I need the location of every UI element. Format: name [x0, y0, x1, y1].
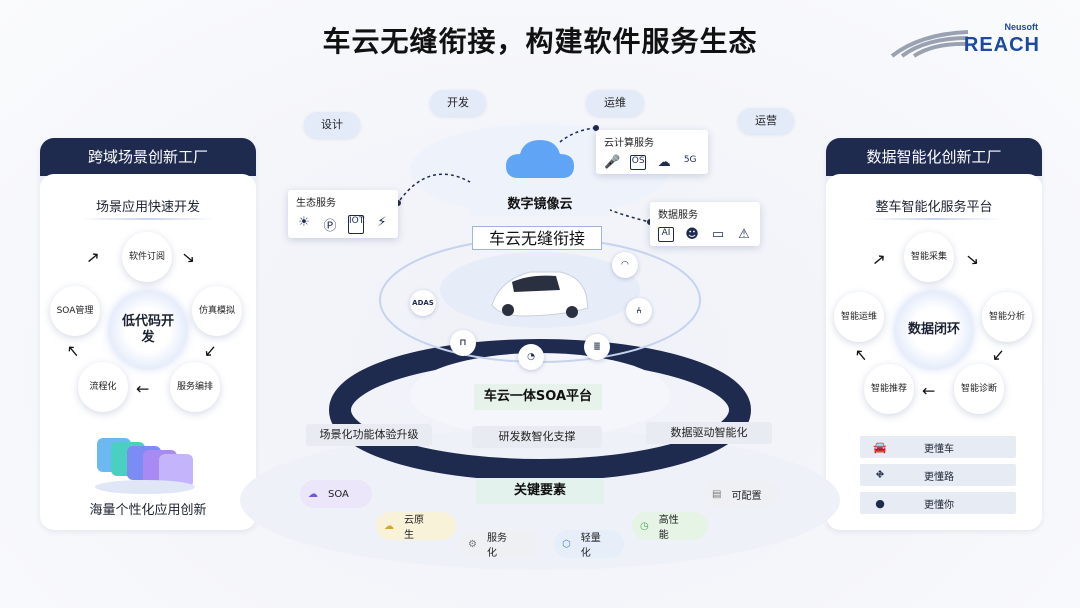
- left-core: 低代码开发: [110, 292, 186, 368]
- element-configurable: ▤ 可配置: [704, 480, 778, 508]
- left-panel-body: 场景应用快速开发 低代码开发 软件订阅 仿真模拟 服务编排 流程化 SOA管理 …: [40, 174, 256, 530]
- eco-services-card: 生态服务 ☀ Ⓟ IOT ⚡: [288, 190, 398, 238]
- left-node-2: 仿真模拟: [192, 286, 242, 336]
- right-node-2: 智能分析: [982, 292, 1032, 342]
- pill-ops: 运维: [586, 90, 644, 116]
- mic-icon: 🎤: [604, 155, 621, 170]
- left-panel: 跨域场景创新工厂 场景应用快速开发 低代码开发 软件订阅 仿真模拟 服务编排 流…: [40, 138, 256, 530]
- cloud-icon: ☁: [384, 520, 394, 532]
- element-service: ⚙ 服务化: [460, 530, 538, 559]
- left-node-3: 服务编排: [170, 362, 220, 412]
- headlight-icon: ≣: [584, 334, 610, 360]
- user-settings-icon: ☻: [685, 227, 699, 242]
- os-icon: OS: [630, 155, 647, 170]
- settings-icon: ⚙: [468, 538, 477, 550]
- seamless-label: 车云无缝衔接: [472, 226, 602, 250]
- right-panel-header: 数据智能化创新工厂: [826, 138, 1042, 176]
- 5g-icon: 5G: [683, 155, 697, 165]
- chip-rnd-support: 研发数智化支撑: [472, 426, 602, 448]
- element-lightweight: ⬡ 轻量化: [554, 530, 624, 559]
- feature-row-car: 🚘 更懂车: [860, 436, 1016, 458]
- left-node-1: 软件订阅: [122, 232, 172, 282]
- logo-swoosh-icon: [890, 30, 969, 58]
- element-performance: ◷ 高性能: [632, 512, 708, 541]
- speed-icon: ◔: [518, 344, 544, 370]
- data-services-card: 数据服务 AI ☻ ▭ ⚠: [650, 202, 760, 246]
- right-node-5: 智能运维: [834, 292, 884, 342]
- charger-icon: ⚡: [377, 215, 387, 230]
- lane-icon: ⊓: [450, 330, 476, 356]
- iot-icon: IOT: [348, 215, 364, 234]
- warning-icon: ⚠: [738, 227, 750, 242]
- pill-design: 设计: [304, 112, 360, 138]
- element-soa: ☁ SOA: [300, 480, 372, 508]
- right-panel: 数据智能化创新工厂 整车智能化服务平台 数据闭环 智能采集 智能分析 智能诊断 …: [826, 138, 1042, 530]
- weather-icon: ☀: [298, 215, 310, 230]
- adas-icon: ADAS: [410, 290, 436, 316]
- right-panel-body: 整车智能化服务平台 数据闭环 智能采集 智能分析 智能诊断 智能推荐 智能运维 …: [826, 174, 1042, 530]
- weather-icon: ☁: [657, 155, 671, 170]
- pill-operate: 运营: [738, 108, 794, 134]
- gauge-icon: ◷: [640, 520, 649, 532]
- feature-row-person: ● 更懂你: [860, 492, 1016, 514]
- left-node-5: SOA管理: [50, 286, 100, 336]
- logo-brand: REACH: [963, 34, 1040, 56]
- parking-icon: Ⓟ: [323, 219, 337, 234]
- element-cloud-native: ☁ 云原生: [376, 512, 456, 541]
- wiper-icon: ◠: [612, 252, 638, 278]
- ai-icon: AI: [658, 227, 674, 242]
- person-icon: ●: [875, 496, 885, 510]
- digital-mirror-cloud-label: 数字镜像云: [470, 194, 610, 216]
- seat-icon: ⑃: [626, 298, 652, 324]
- cloud-icon: ☁: [308, 488, 318, 500]
- left-node-4: 流程化: [78, 362, 128, 412]
- right-node-3: 智能诊断: [954, 364, 1004, 414]
- road-icon: ⛖: [875, 468, 885, 481]
- left-panel-subtitle: 场景应用快速开发: [40, 196, 256, 220]
- left-panel-header: 跨域场景创新工厂: [40, 138, 256, 176]
- chip-data-driven: 数据驱动智能化: [646, 422, 772, 444]
- logo-company: Neusoft: [1004, 22, 1039, 32]
- cloud-services-card: 云计算服务 🎤 OS ☁ 5G: [596, 130, 708, 174]
- key-elements-label: 关键要素: [476, 478, 604, 504]
- car-icon: 🚘: [873, 440, 887, 454]
- chip-scenario-upgrade: 场景化功能体验升级: [306, 424, 432, 446]
- battery-icon: ▭: [711, 227, 725, 242]
- left-panel-caption: 海量个性化应用创新: [89, 503, 207, 518]
- app-stack-illustration: [95, 432, 195, 502]
- right-node-4: 智能推荐: [864, 364, 914, 414]
- neusoft-reach-logo: Neusoft REACH: [890, 22, 1040, 62]
- pill-develop: 开发: [430, 90, 486, 116]
- feature-row-road: ⛖ 更懂路: [860, 464, 1016, 486]
- cube-icon: ⬡: [562, 538, 571, 550]
- page-title: 车云无缝衔接，构建软件服务生态: [322, 25, 758, 58]
- right-node-1: 智能采集: [904, 232, 954, 282]
- soa-platform-label: 车云一体SOA平台: [474, 384, 602, 410]
- document-icon: ▤: [712, 488, 722, 500]
- right-core: 数据闭环: [896, 292, 972, 368]
- right-panel-subtitle: 整车智能化服务平台: [826, 196, 1042, 220]
